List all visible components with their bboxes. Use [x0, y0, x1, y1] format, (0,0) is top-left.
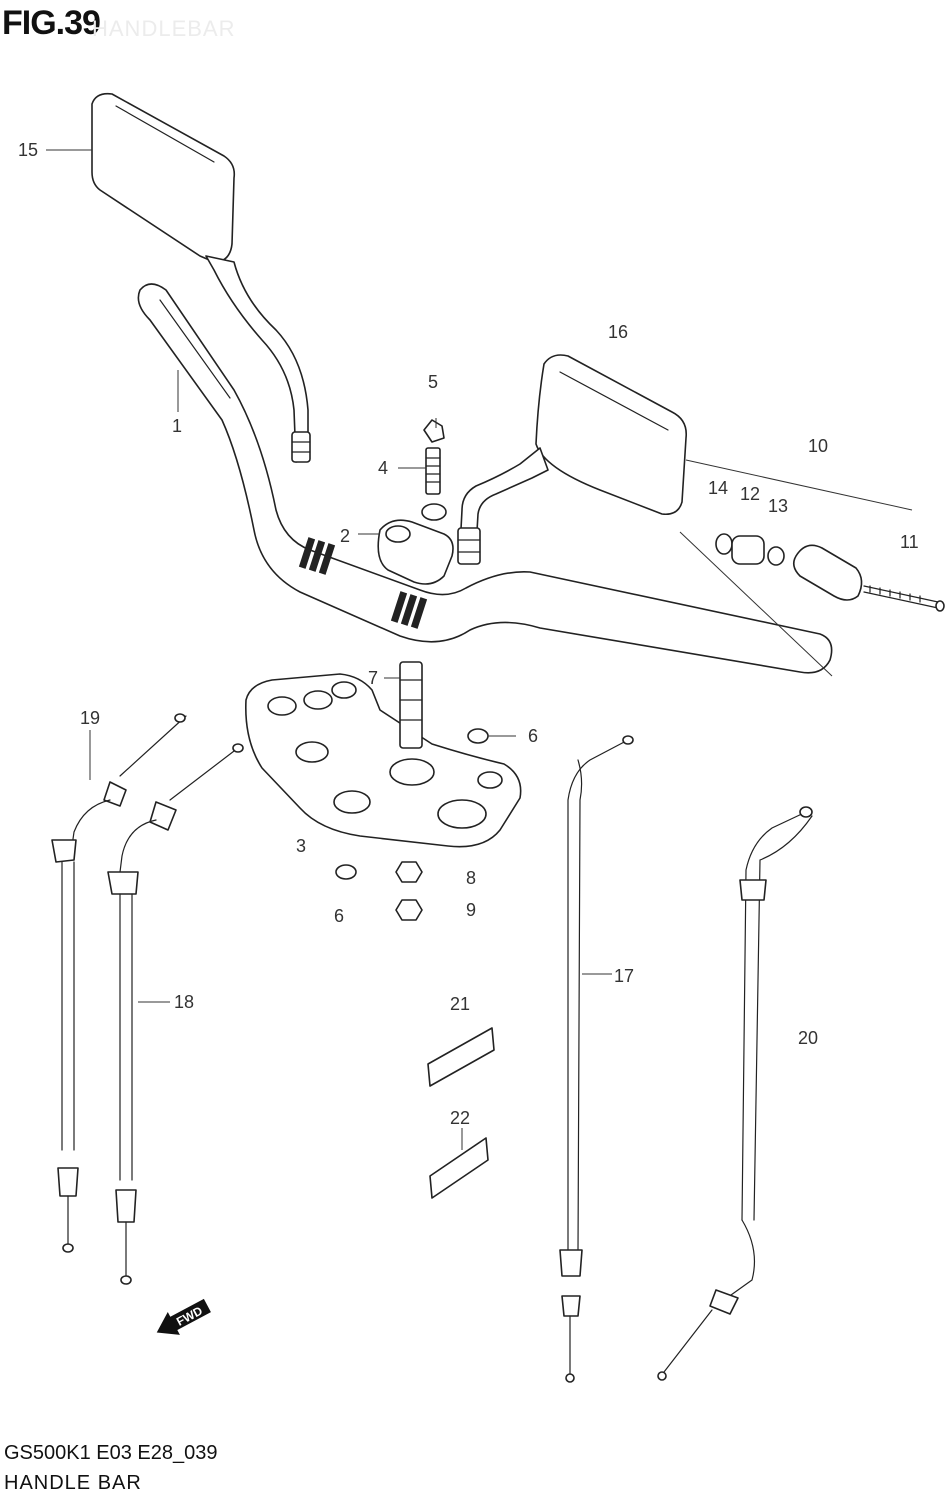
model-code: GS500K1 E03 E28_039 [4, 1442, 218, 1464]
throttle-cable-2 [107, 743, 244, 1285]
upper-bracket [245, 661, 522, 848]
callout-11: 11 [900, 532, 919, 552]
callout-19: 19 [80, 708, 100, 728]
labels-decals [427, 1027, 495, 1199]
callout-22: 22 [450, 1108, 470, 1128]
callout-2: 2 [340, 526, 350, 546]
fwd-arrow-icon [156, 1298, 211, 1335]
callout-21: 21 [450, 994, 470, 1014]
figure-name: HANDLE BAR [4, 1472, 142, 1494]
callout-10: 10 [808, 436, 828, 456]
handlebar [137, 283, 833, 674]
left-mirror [91, 92, 311, 463]
callout-9: 9 [466, 900, 476, 920]
figure-ghost-title: HANDLEBAR [92, 16, 236, 41]
callout-14: 14 [708, 478, 728, 498]
callout-3: 3 [296, 836, 306, 856]
throttle-cable-1 [51, 713, 187, 1253]
bar-end-weight [679, 459, 945, 677]
callout-8: 8 [466, 868, 476, 888]
callout-13: 13 [768, 496, 788, 516]
figure-title: FIG.39 [2, 4, 101, 42]
callout-7: 7 [368, 668, 378, 688]
callout-numbers: 15 1 16 5 4 2 10 14 12 13 11 7 6 19 3 8 … [18, 140, 919, 1128]
callout-17: 17 [614, 966, 634, 986]
callout-5: 5 [428, 372, 438, 392]
callout-1: 1 [172, 416, 182, 436]
callout-12: 12 [740, 484, 760, 504]
clutch-cable [559, 735, 634, 1383]
leader-lines [46, 149, 612, 1150]
callout-18: 18 [174, 992, 194, 1012]
callout-16: 16 [608, 322, 628, 342]
callout-15: 15 [18, 140, 38, 160]
handlebar-holder-upper [377, 419, 454, 585]
callout-6-upper: 6 [528, 726, 538, 746]
choke-cable [657, 806, 813, 1381]
callout-4: 4 [378, 458, 388, 478]
fwd-arrow: FWD [156, 1298, 211, 1335]
right-mirror [457, 354, 688, 565]
callout-20: 20 [798, 1028, 818, 1048]
callout-6-lower: 6 [334, 906, 344, 926]
